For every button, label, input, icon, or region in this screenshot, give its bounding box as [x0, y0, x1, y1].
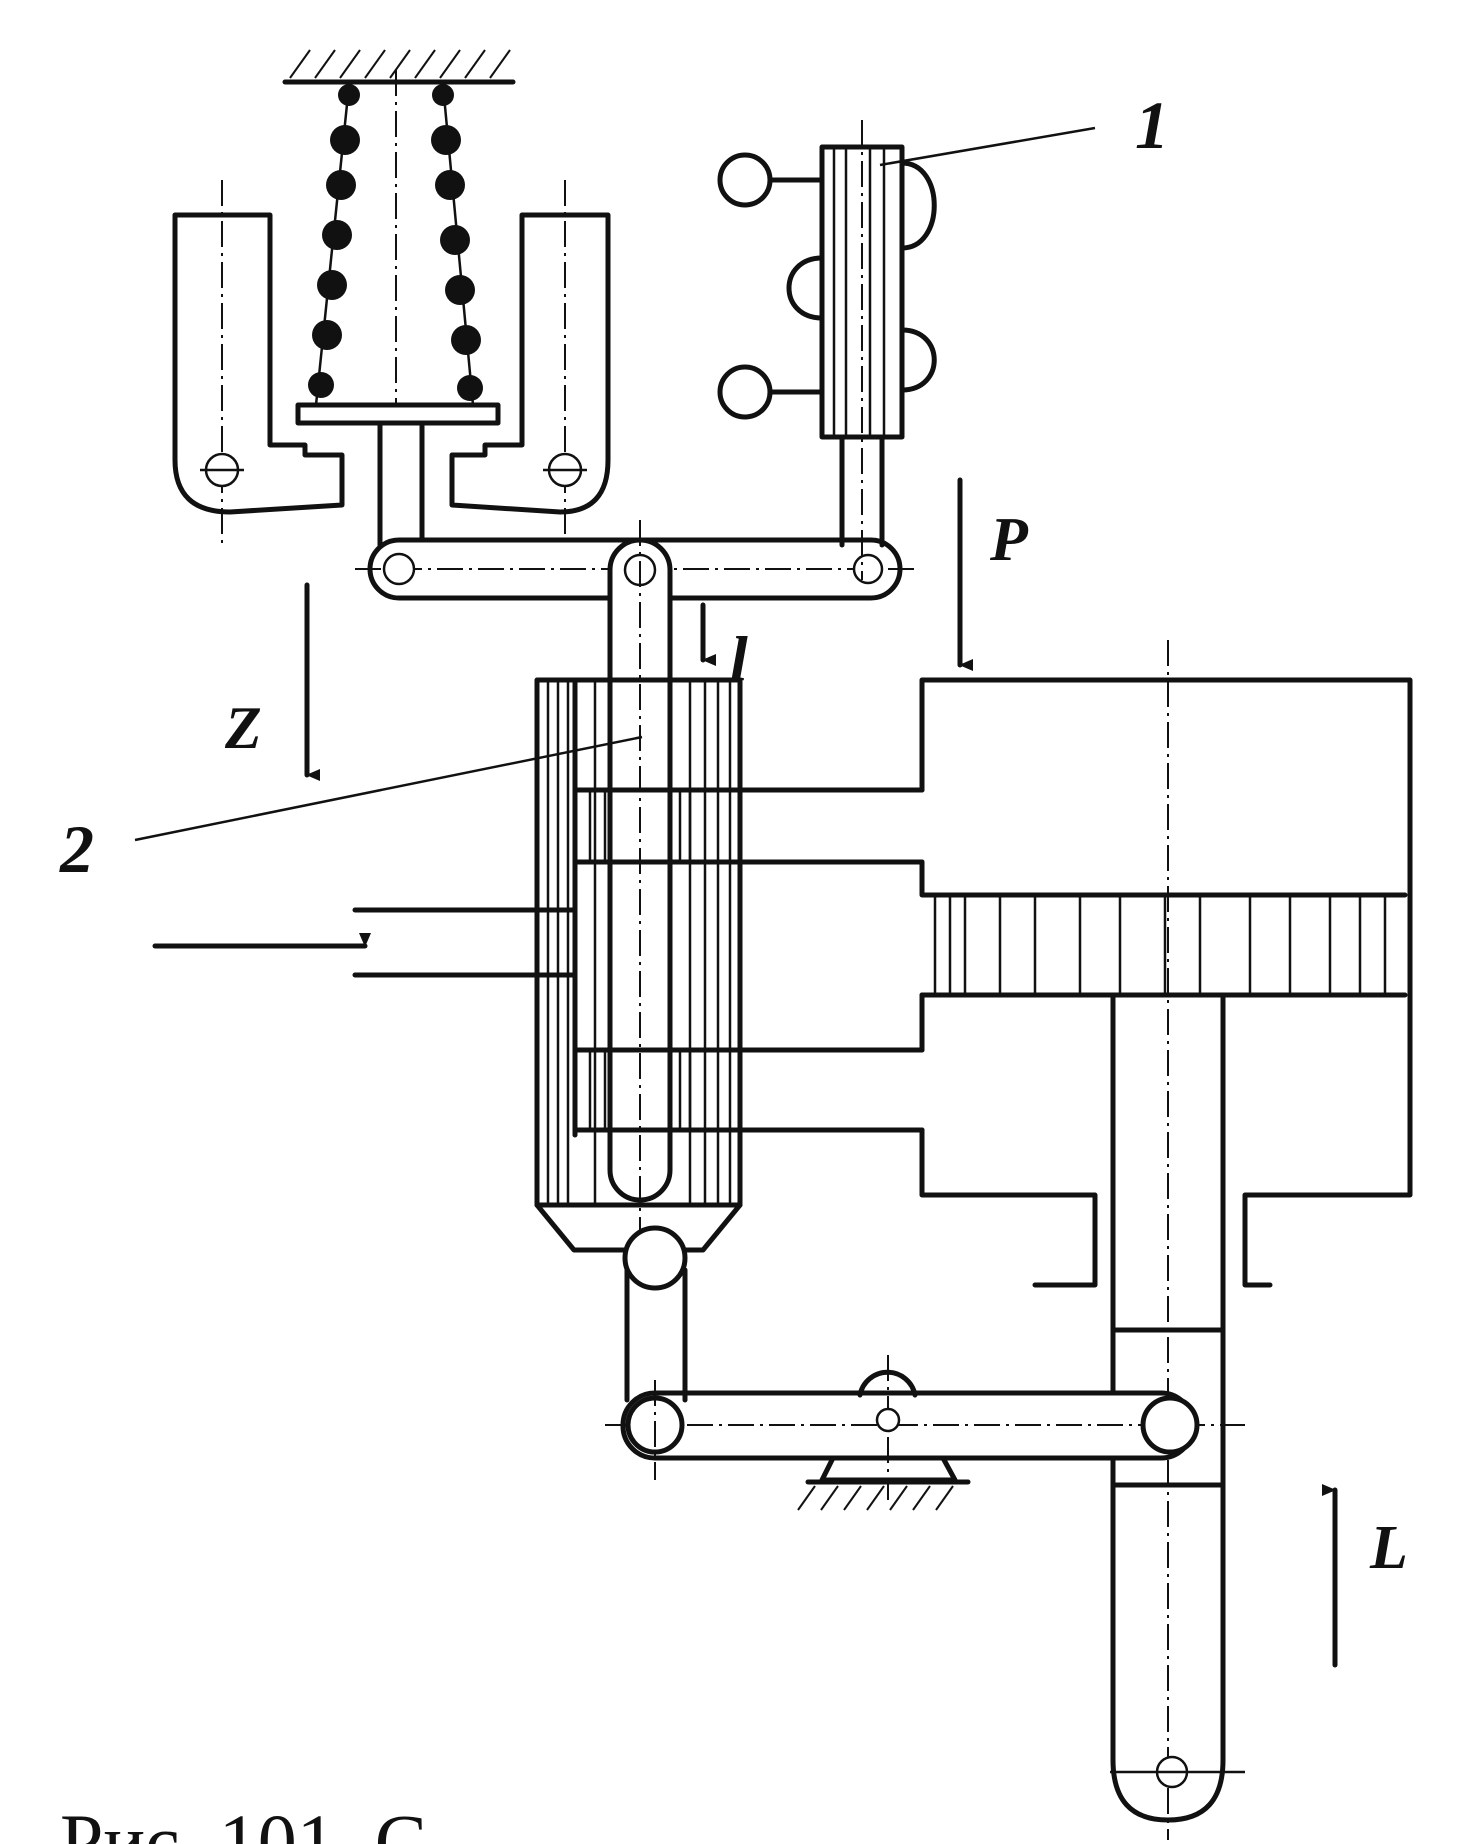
label-1: 1	[1135, 87, 1169, 163]
spool-stem	[607, 520, 673, 1230]
bottom-spool-link	[622, 1225, 688, 1403]
fulcrum-support	[797, 1355, 971, 1511]
label-2: 2	[59, 811, 94, 887]
left-magnet-core	[172, 180, 345, 545]
top-fixed-support	[282, 49, 516, 85]
label-l: l	[730, 623, 748, 694]
figure-caption: Рис. 101. С	[60, 1798, 427, 1844]
valve-body	[534, 677, 743, 1253]
label-2-group: 2	[59, 735, 643, 887]
label-z: Z	[224, 695, 262, 761]
label-1-group: 1	[879, 87, 1169, 167]
servo-piston	[933, 897, 1387, 993]
inlet-pipe	[352, 907, 578, 978]
feedback-lever	[605, 1380, 1245, 1480]
bead-chain-springs	[308, 70, 483, 415]
label-L: L	[1369, 1514, 1408, 1582]
servo-cylinder	[919, 677, 1413, 1288]
valve-channels	[697, 787, 925, 1133]
solenoid	[717, 120, 937, 580]
piston-rod	[1110, 640, 1245, 1840]
label-p: P	[989, 506, 1029, 574]
armature	[295, 402, 501, 548]
right-magnet-core	[449, 180, 611, 545]
